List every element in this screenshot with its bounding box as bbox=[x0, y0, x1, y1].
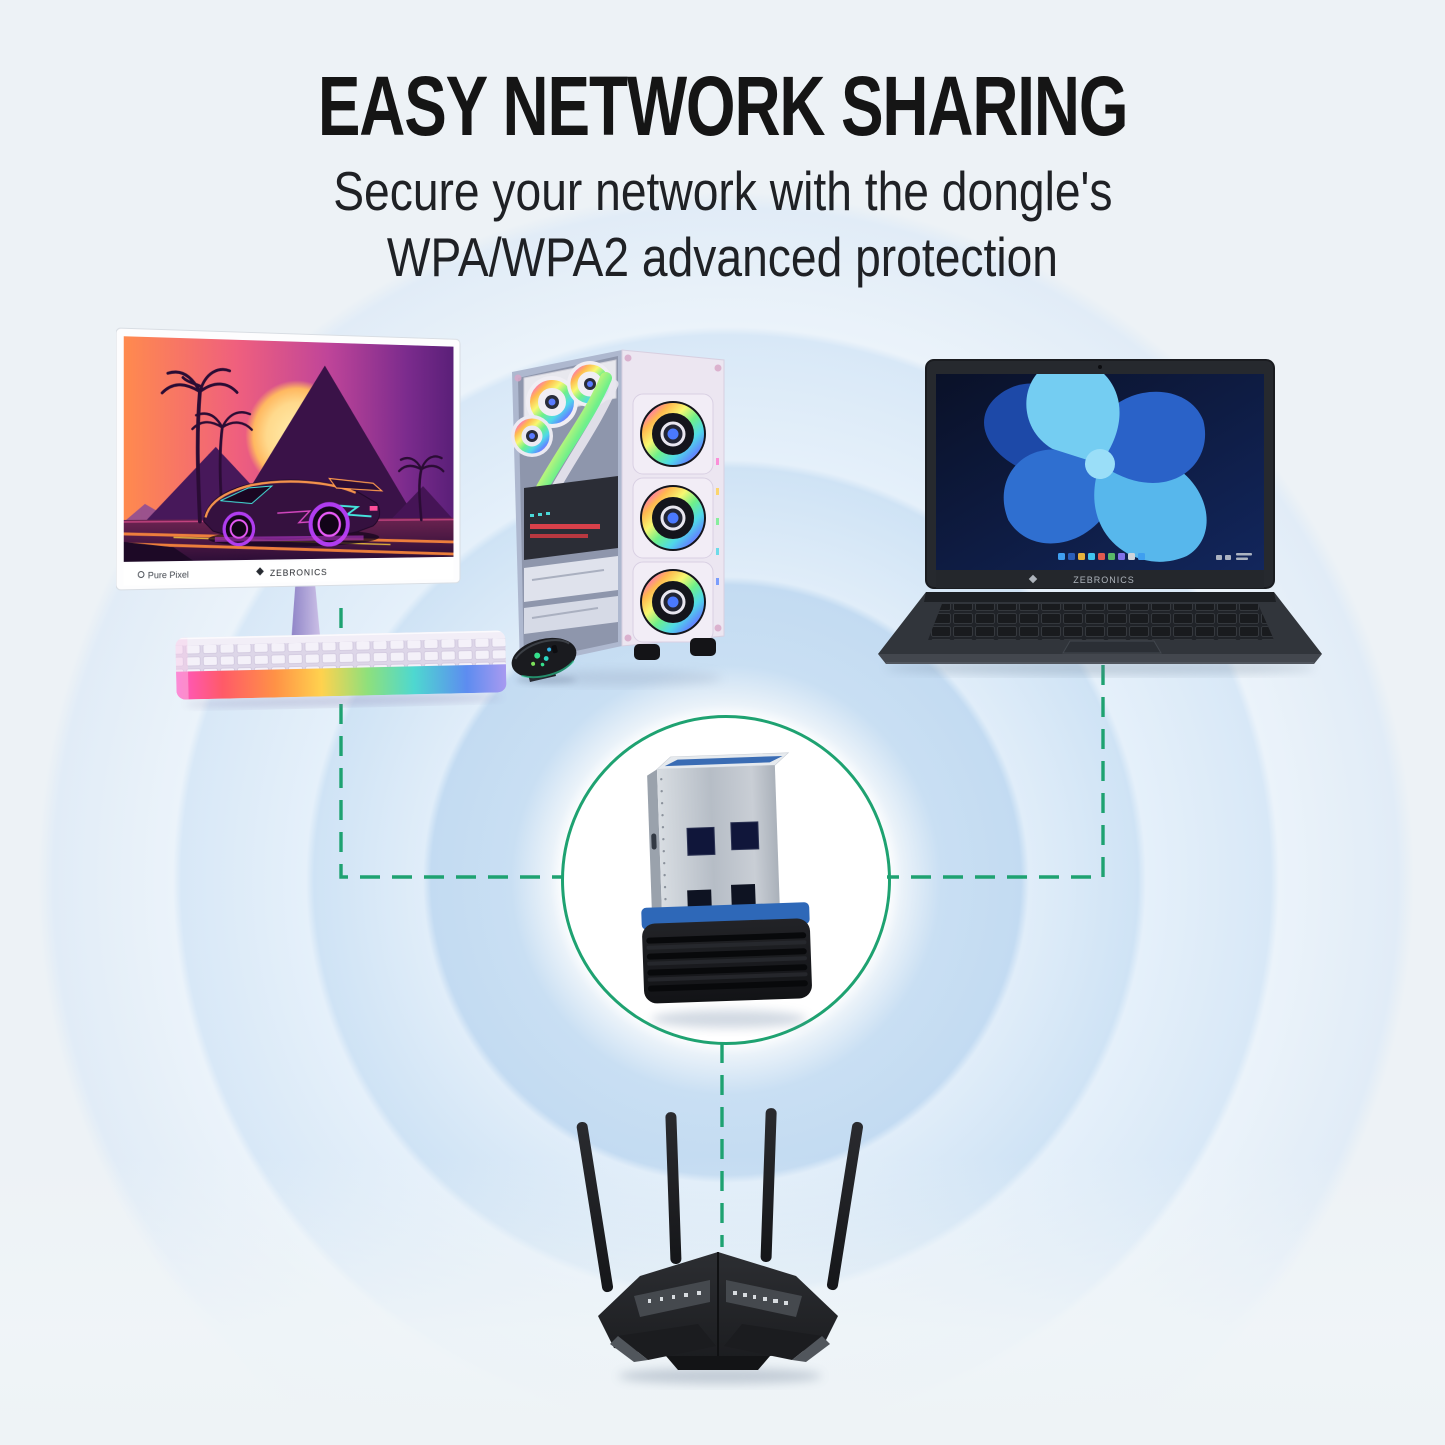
page-subtitle: Secure your network with the dongle's WP… bbox=[0, 158, 1445, 290]
laptop-keyboard bbox=[928, 604, 1274, 640]
front-fan-middle bbox=[632, 477, 714, 559]
desktop-to-dongle-line bbox=[339, 608, 562, 879]
laptop-to-dongle-line bbox=[887, 665, 1105, 879]
laptop: ZEBRONICS bbox=[864, 352, 1336, 678]
pc-tower bbox=[494, 338, 742, 690]
router-antennas bbox=[576, 1108, 863, 1293]
antenna-4 bbox=[826, 1121, 863, 1291]
monitor-tagline: Pure Pixel bbox=[148, 570, 189, 581]
rgb-keyboard bbox=[167, 624, 514, 712]
rgb-edge-lights bbox=[716, 458, 719, 585]
page-title: EASY NETWORK SHARING bbox=[317, 59, 1129, 153]
tower-glass-side bbox=[511, 350, 622, 668]
tower-front bbox=[621, 349, 725, 647]
usb-wifi-dongle bbox=[561, 715, 891, 1055]
webcam bbox=[1098, 365, 1102, 369]
usb-pin-hole-right bbox=[730, 821, 760, 851]
system-tray bbox=[1216, 553, 1252, 560]
keyboard-rgb-glow bbox=[176, 664, 507, 700]
gaming-mouse bbox=[494, 628, 604, 688]
front-fan-bottom bbox=[632, 561, 714, 643]
antenna-3 bbox=[760, 1108, 777, 1263]
trackpad bbox=[1062, 640, 1162, 654]
laptop-brand: ZEBRONICS bbox=[1073, 575, 1135, 585]
neon-car bbox=[204, 478, 382, 548]
usb-connector bbox=[647, 752, 790, 920]
wifi-router bbox=[570, 1100, 880, 1390]
keycaps bbox=[175, 638, 506, 672]
front-fan-top bbox=[632, 393, 714, 475]
subtitle-line-2: WPA/WPA2 advanced protection bbox=[386, 226, 1059, 288]
windows-bloom-wallpaper bbox=[984, 374, 1252, 562]
laptop-base bbox=[878, 592, 1322, 664]
dongle-body bbox=[641, 902, 812, 1004]
rgb-coolant-tube bbox=[536, 372, 612, 494]
monitor-screen bbox=[123, 336, 454, 564]
monitor-bottom-bezel: Pure Pixel ZEBRONICS bbox=[123, 558, 454, 586]
taskbar-icons bbox=[1058, 553, 1145, 560]
mouse-rgb-dots bbox=[531, 647, 552, 667]
mountain-center bbox=[229, 363, 417, 522]
antenna-2 bbox=[665, 1112, 682, 1265]
aio-fans bbox=[511, 361, 613, 457]
desktop-monitor: Pure Pixel ZEBRONICS bbox=[116, 326, 468, 686]
laptop-screen: ZEBRONICS bbox=[925, 359, 1275, 589]
antenna-1 bbox=[576, 1121, 614, 1293]
router-body bbox=[598, 1252, 838, 1370]
subtitle-line-1: Secure your network with the dongle's bbox=[332, 160, 1113, 222]
status-leds bbox=[648, 1291, 788, 1305]
usb-pin-hole-left bbox=[686, 826, 716, 856]
monitor-brand: ZEBRONICS bbox=[270, 567, 328, 578]
dongle-highlight-circle bbox=[561, 715, 891, 1045]
